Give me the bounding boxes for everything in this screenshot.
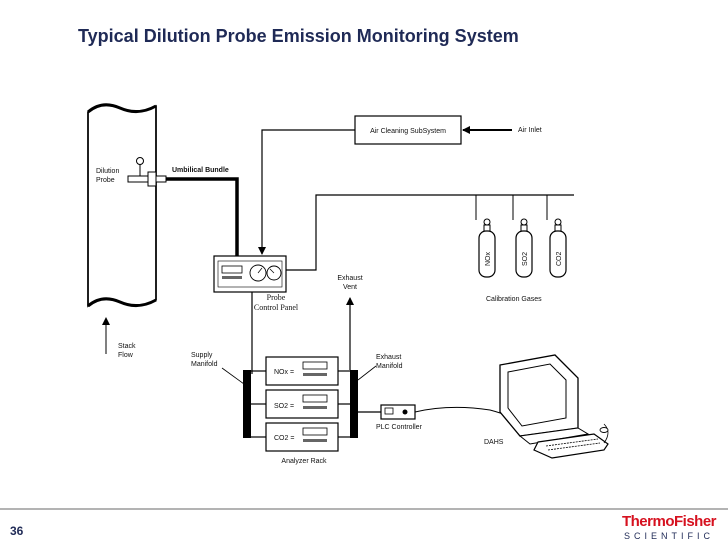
cylinder-nox-label: NOx (485, 252, 492, 267)
plc-controller (380, 404, 416, 420)
dahs-computer (499, 354, 609, 459)
supply-manifold-label-2: Manifold (191, 361, 218, 368)
exhaust-vent-label-1: Exhaust (337, 275, 362, 282)
analyzer-co2-label: CO2 = (274, 435, 294, 442)
supply-manifold (243, 370, 251, 438)
cylinder-co2 (549, 218, 567, 278)
logo-sub-text: SCIENTIFIC (623, 531, 714, 541)
footer-divider (0, 508, 728, 510)
air-inlet-label: Air Inlet (518, 127, 542, 134)
umbilical-bundle-label: Umbilical Bundle (172, 167, 229, 174)
cylinder-co2-label: CO2 (556, 252, 563, 267)
calibration-gases-label: Calibration Gases (486, 296, 542, 303)
control-panel-label-2: Control Panel (254, 303, 299, 312)
cylinder-so2-label: SO2 (522, 252, 529, 266)
probe-label-1: Dilution (96, 168, 119, 175)
analyzer-nox (265, 356, 339, 386)
control-panel-label-1: Probe (267, 293, 286, 302)
analyzer-so2 (265, 389, 339, 419)
stack (87, 103, 157, 308)
analyzer-so2-label: SO2 = (274, 403, 294, 410)
thermo-fisher-logo: ThermoFisher SCIENTIFIC (614, 513, 724, 542)
dahs-label: DAHS (484, 439, 504, 446)
air-cleaning-label: Air Cleaning SubSystem (370, 128, 446, 135)
probe-label-2: Probe (96, 177, 115, 184)
cylinder-so2 (515, 218, 533, 278)
stack-flow-label-2: Flow (118, 352, 134, 359)
air-cleaning-box (354, 115, 462, 145)
supply-manifold-label-1: Supply (191, 352, 213, 359)
exhaust-manifold-label-1: Exhaust (376, 354, 401, 361)
cylinder-nox (478, 218, 496, 278)
page-number: 36 (10, 524, 24, 538)
stack-flow-label-1: Stack (118, 343, 136, 350)
exhaust-manifold (350, 370, 358, 438)
plc-label: PLC Controller (376, 424, 423, 431)
exhaust-manifold-label-2: Manifold (376, 363, 403, 370)
probe-control-panel (213, 255, 287, 293)
logo-main-text: ThermoFisher (621, 513, 717, 530)
analyzer-rack-label: Analyzer Rack (281, 458, 327, 465)
page-title: Typical Dilution Probe Emission Monitori… (78, 26, 519, 46)
analyzer-nox-label: NOx = (274, 369, 294, 376)
exhaust-vent-label-2: Vent (343, 284, 357, 291)
